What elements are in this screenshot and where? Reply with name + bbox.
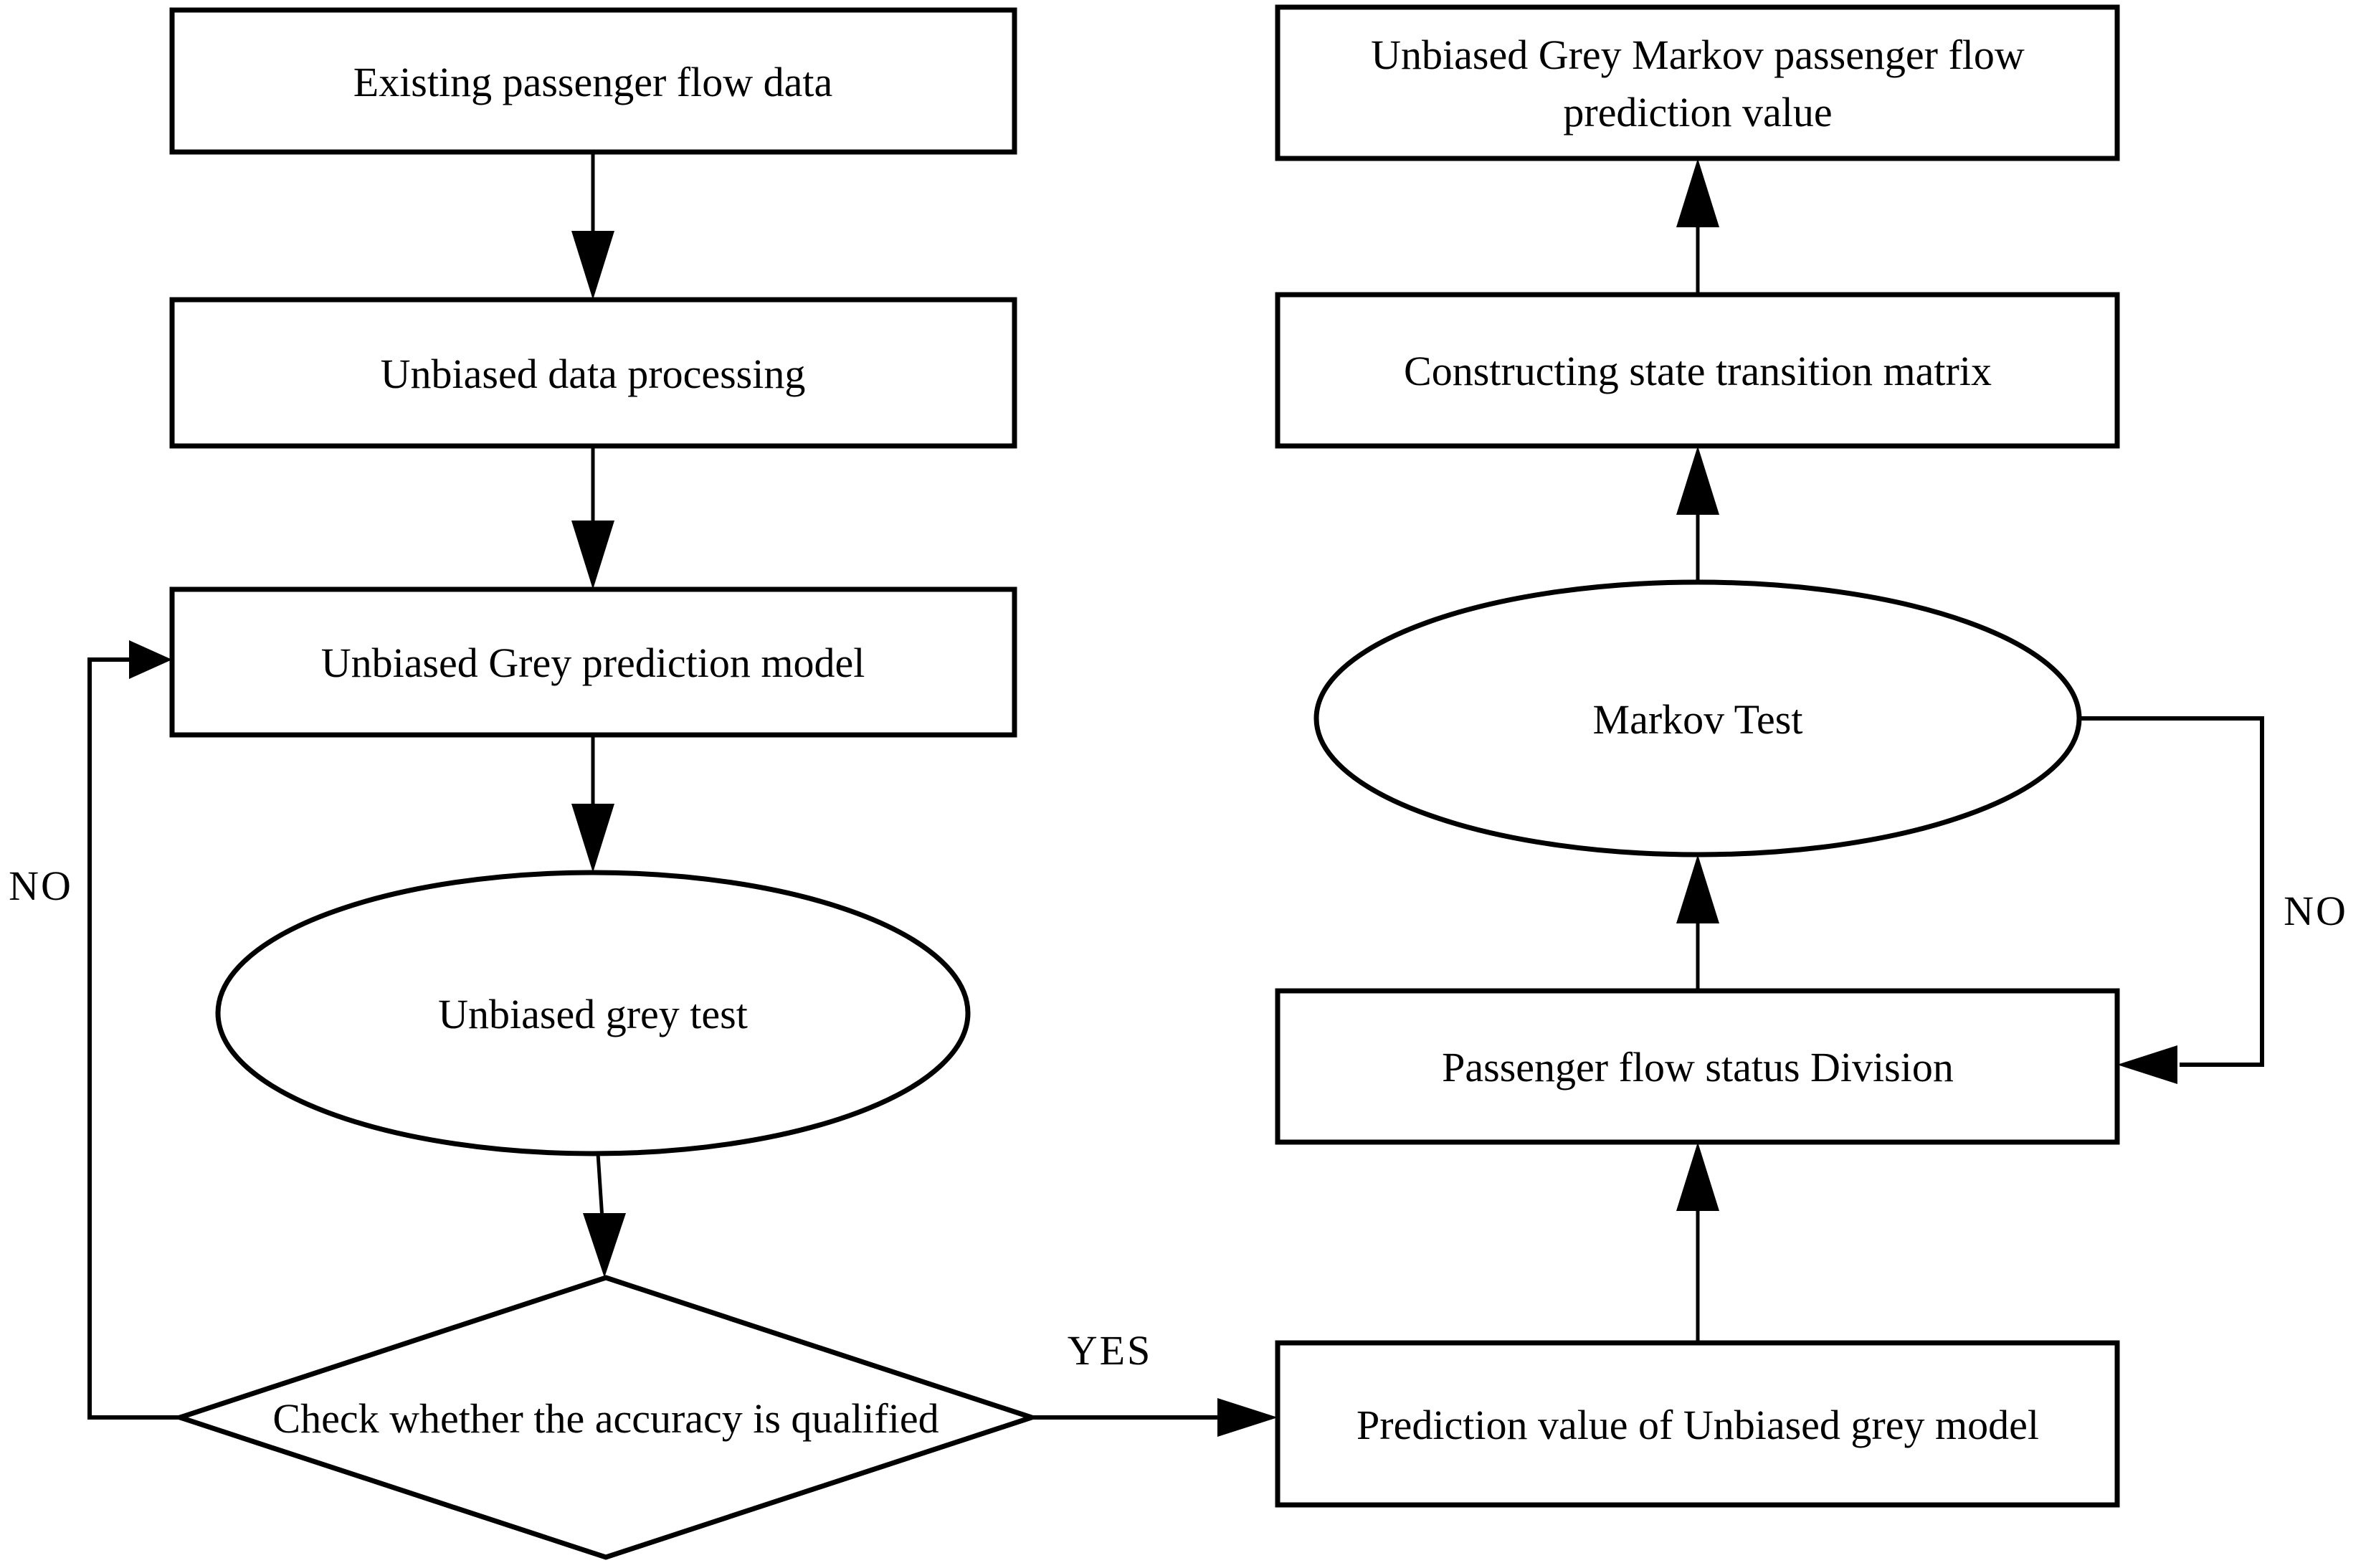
arrow-processing-to-model	[571, 446, 614, 589]
no-loop-right: NO	[2079, 716, 2348, 1084]
node-grey-markov-value-label-line2: prediction value	[1563, 89, 1832, 136]
node-prediction-value: Prediction value of Unbiased grey model	[1275, 1340, 2120, 1508]
node-transition-matrix: Constructing state transition matrix	[1275, 292, 2120, 449]
no-loop-left-path	[87, 657, 180, 1420]
node-accuracy-check-label: Check whether the accuracy is qualified	[272, 1395, 939, 1442]
node-grey-test: Unbiased grey test	[215, 870, 971, 1156]
arrow-processing-to-model-head	[571, 521, 614, 589]
node-prediction-value-box	[1275, 1340, 2120, 1508]
node-transition-matrix-box	[1275, 292, 2120, 449]
arrow-prediction-to-division-head	[1676, 1142, 1719, 1211]
node-existing-data: Existing passenger flow data	[169, 7, 1017, 155]
arrow-division-to-markov-head	[1676, 855, 1719, 923]
arrow-test-to-check	[583, 1153, 626, 1278]
node-status-division-box	[1275, 988, 2120, 1145]
node-existing-data-box	[169, 7, 1017, 155]
node-grey-model: Unbiased Grey prediction model	[169, 586, 1017, 738]
arrow-existing-to-processing-head	[571, 231, 614, 300]
edge-label-yes: YES	[1068, 1327, 1153, 1374]
yes-arrow: YES	[1032, 1327, 1278, 1437]
arrow-matrix-to-value	[1676, 158, 1719, 295]
no-loop-right-path	[2079, 716, 2264, 1067]
node-data-processing: Unbiased data processing	[169, 297, 1017, 449]
node-transition-matrix-label: Constructing state transition matrix	[1404, 348, 1992, 394]
node-markov-test-label: Markov Test	[1593, 696, 1803, 743]
arrow-markov-to-matrix	[1676, 446, 1719, 582]
arrow-existing-to-processing	[571, 152, 614, 300]
node-status-division-label: Passenger flow status Division	[1442, 1044, 1954, 1091]
arrow-prediction-to-division	[1676, 1142, 1719, 1343]
node-grey-markov-value-box	[1275, 4, 2120, 161]
node-accuracy-check: Check whether the accuracy is qualified	[171, 1275, 1040, 1560]
arrow-division-to-markov	[1676, 855, 1719, 991]
no-loop-left-head	[129, 640, 172, 679]
node-prediction-value-label: Prediction value of Unbiased grey model	[1356, 1402, 2039, 1448]
node-grey-test-label: Unbiased grey test	[438, 991, 748, 1037]
node-grey-model-box	[169, 586, 1017, 738]
node-grey-test-ellipse	[215, 870, 971, 1156]
yes-arrow-head	[1217, 1398, 1278, 1437]
node-data-processing-label: Unbiased data processing	[381, 351, 806, 397]
arrow-test-to-check-head	[583, 1213, 626, 1278]
node-grey-model-label: Unbiased Grey prediction model	[321, 640, 865, 686]
edge-label-no-right: NO	[2284, 888, 2348, 934]
arrow-matrix-to-value-head	[1676, 158, 1719, 227]
edge-label-no-left: NO	[9, 863, 73, 909]
arrow-test-to-check-line	[596, 1153, 604, 1220]
node-accuracy-check-diamond	[171, 1275, 1040, 1560]
no-loop-left: NO	[9, 640, 180, 1420]
arrow-model-to-test-head	[571, 804, 614, 873]
arrow-markov-to-matrix-head	[1676, 446, 1719, 515]
node-grey-markov-value: Unbiased Grey Markov passenger flow pred…	[1275, 4, 2120, 161]
node-markov-test: Markov Test	[1313, 579, 2082, 857]
node-grey-markov-value-label-line1: Unbiased Grey Markov passenger flow	[1371, 32, 2025, 78]
arrow-model-to-test	[571, 735, 614, 873]
node-status-division: Passenger flow status Division	[1275, 988, 2120, 1145]
node-existing-data-label: Existing passenger flow data	[353, 59, 832, 105]
no-loop-right-head	[2117, 1045, 2177, 1084]
